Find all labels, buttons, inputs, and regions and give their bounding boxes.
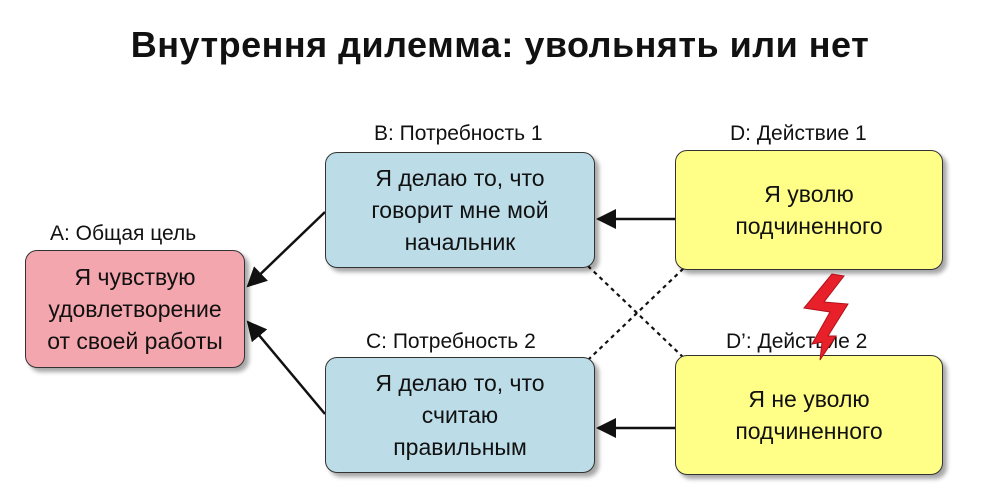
node-a-goal: Я чувствую удовлетворение от своей работ…: [25, 250, 245, 368]
node-d2-action: Я не уволю подчиненного: [675, 355, 943, 475]
arrow-b-to-a: [246, 211, 326, 288]
node-b-label: B: Потребность 1: [374, 122, 543, 145]
node-a-label: A: Общая цель: [50, 222, 197, 245]
lightning-bolt-icon: [803, 273, 849, 361]
node-c-label: C: Потребность 2: [366, 330, 536, 353]
node-d2-text: Я не уволю подчиненного: [735, 386, 883, 444]
node-c-text: Я делаю то, что считаю правильным: [375, 370, 545, 460]
node-d-text: Я уволю подчиненного: [735, 181, 883, 239]
node-d-action: Я уволю подчиненного: [675, 150, 943, 270]
page-title: Внутрення дилемма: увольнять или нет: [130, 24, 870, 65]
node-b-text: Я делаю то, что говорит мне мой начальни…: [371, 165, 549, 255]
dotted-link-c-to-d: [587, 265, 687, 361]
node-a-text: Я чувствую удовлетворение от своей работ…: [47, 264, 223, 354]
node-b-need: Я делаю то, что говорит мне мой начальни…: [325, 152, 595, 268]
node-c-need: Я делаю то, что считаю правильным: [325, 357, 595, 473]
node-d-label: D: Действие 1: [730, 122, 867, 145]
arrow-c-to-a: [246, 320, 326, 415]
